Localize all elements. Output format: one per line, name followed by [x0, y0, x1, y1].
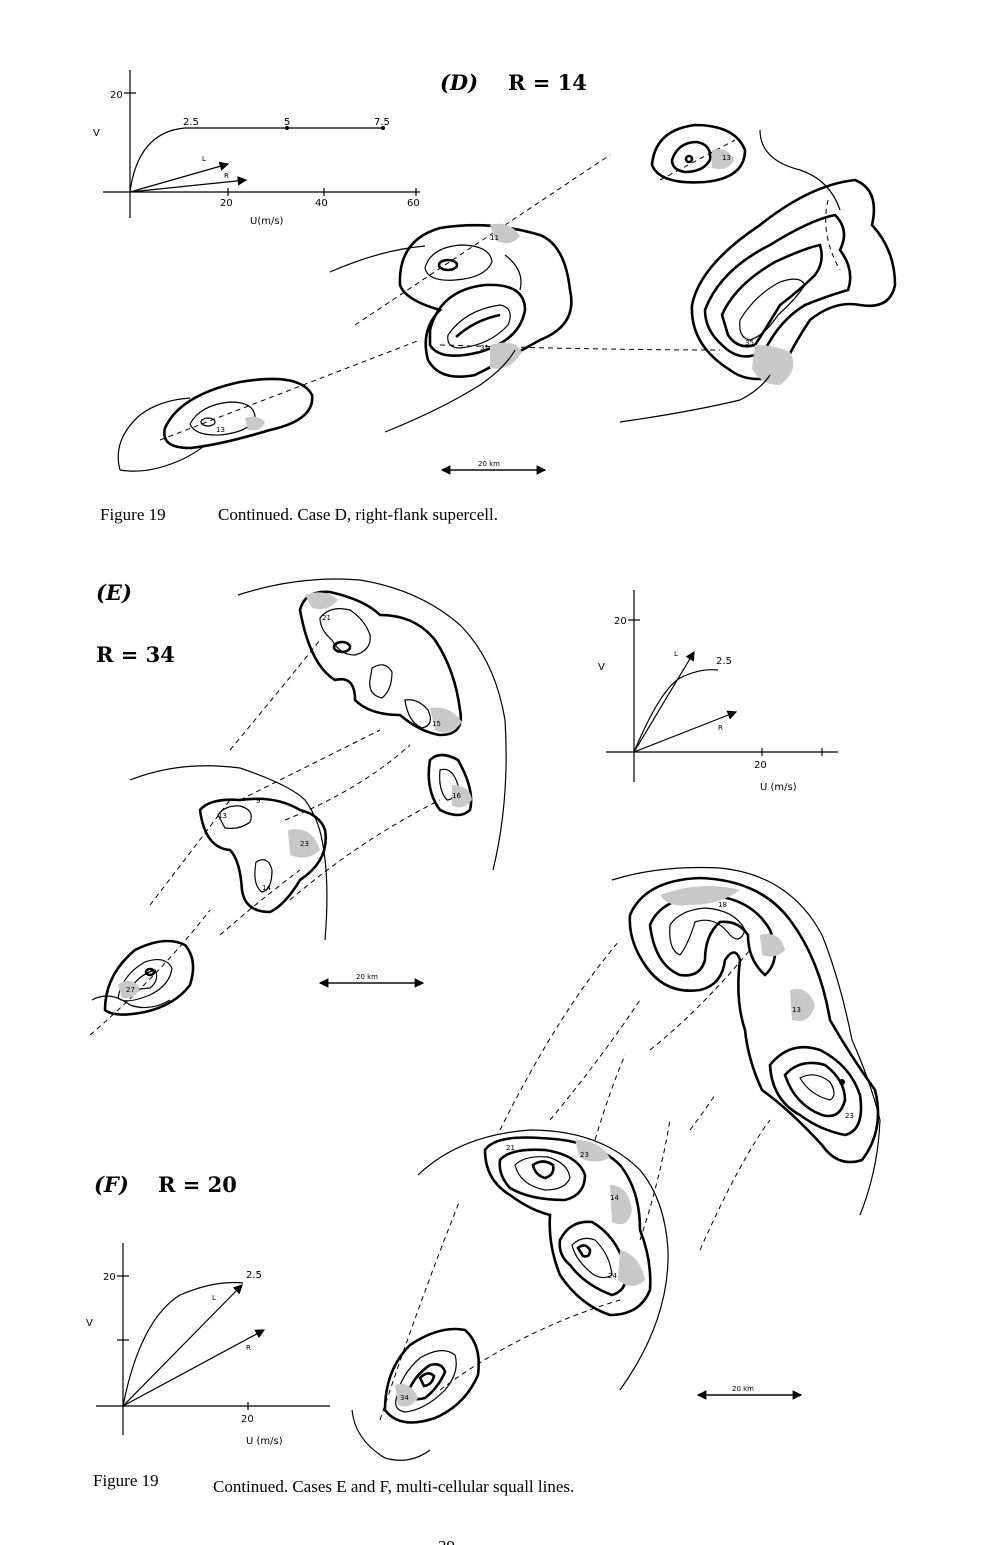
- storm-cell-d4: 35: [619, 129, 897, 423]
- hodograph-d-curve: [129, 127, 383, 193]
- scale-bar-d: 20 km: [440, 460, 547, 475]
- hodograph-d-r-label: R: [224, 172, 229, 180]
- storm-cell-f2-value-a: 21: [506, 1144, 515, 1152]
- hodograph-e-vector-r: [633, 710, 738, 753]
- storm-cell-e2-value-d: 14: [262, 884, 271, 892]
- hodograph-f-u-label: U (m/s): [246, 1436, 283, 1447]
- storm-cell-e1: 21 15 16: [237, 578, 507, 871]
- storm-cell-f3: 34: [351, 1327, 480, 1461]
- figure-caption-d-text: Continued. Case D, right-flank supercell…: [218, 505, 498, 524]
- storm-cell-f2-value-c: 14: [610, 1194, 619, 1202]
- storm-cell-d4-value: 35: [745, 339, 754, 347]
- hodograph-e-vector-l: [633, 650, 695, 753]
- figure-caption-ef-text: Continued. Cases E and F, multi-cellular…: [213, 1477, 574, 1496]
- hodograph-e-curve: [633, 669, 719, 753]
- hodograph-d-x-tick-2: 40: [315, 198, 328, 209]
- storm-cell-e2: 13 9 23 14: [129, 765, 328, 941]
- figure-caption-d-label: Figure 19: [100, 505, 166, 524]
- storm-cell-d2-value-b: 31: [480, 344, 489, 352]
- hodograph-d: 20 V 20 40 60 U(m/s) 2.5 5 7.5 L R: [93, 70, 420, 227]
- hodograph-e-y-tick: 20: [614, 616, 627, 627]
- storm-cell-f1-value-c: 23: [845, 1112, 854, 1120]
- scale-bar-e: 20 km: [318, 973, 425, 988]
- storm-cell-d1: 13: [117, 377, 314, 472]
- storm-cell-e2-value-b: 9: [256, 797, 260, 805]
- hodograph-d-curve-label-2: 5: [284, 117, 290, 128]
- storm-cell-e2-value-a: 13: [218, 812, 227, 820]
- storm-cell-e1-value-a: 21: [322, 614, 331, 622]
- hodograph-d-l-label: L: [202, 155, 206, 163]
- scale-bar-d-label: 20 km: [478, 460, 500, 468]
- hodograph-e-v-label: V: [598, 662, 605, 673]
- hodograph-f-r-label: R: [246, 1344, 251, 1352]
- panel-d-r-value: R = 14: [508, 70, 587, 95]
- hodograph-d-y-tick: 20: [110, 90, 123, 101]
- storm-cell-d2: 11 31: [329, 223, 573, 433]
- panel-e-r-value: R = 34: [96, 642, 175, 667]
- hodograph-d-vector-r: [129, 176, 248, 193]
- figure-caption-ef-label: Figure 19: [93, 1471, 159, 1490]
- hodograph-f-y-tick: 20: [103, 1272, 116, 1283]
- hodograph-f-x-tick: 20: [241, 1414, 254, 1425]
- panel-d-label: (D): [440, 70, 478, 95]
- storm-cell-f2-value-b: 23: [580, 1151, 589, 1159]
- storm-cell-d3: 13: [650, 123, 747, 184]
- hodograph-f-l-label: L: [212, 1294, 216, 1302]
- storm-cell-e3: 27: [91, 939, 195, 1016]
- hodograph-f-vector-l: [122, 1284, 243, 1407]
- storm-cell-d2-value-a: 11: [490, 234, 499, 242]
- panel-e-label: (E): [96, 580, 132, 605]
- hodograph-e-u-label: U (m/s): [760, 782, 797, 793]
- storm-cell-f1: 18 13 23: [611, 866, 881, 1216]
- hodograph-f-curve: [122, 1281, 244, 1407]
- hodograph-e-curve-label: 2.5: [716, 656, 732, 667]
- hodograph-d-curve-label-1: 2.5: [183, 117, 199, 128]
- scale-bar-f-label: 20 km: [732, 1385, 754, 1393]
- storm-cell-d1-value: 13: [216, 426, 225, 434]
- hodograph-f-vector-r: [122, 1329, 266, 1407]
- scale-bar-f: 20 km: [696, 1385, 803, 1400]
- panel-e: (E) R = 34 20 V 20 U (m/s) 2.5 L R: [89, 578, 838, 1036]
- page-number: 39: [438, 1537, 455, 1545]
- hodograph-e: 20 V 20 U (m/s) 2.5 L R: [598, 590, 838, 793]
- hodograph-e-l-label: L: [674, 650, 678, 658]
- storm-cell-e3-value: 27: [126, 986, 135, 994]
- storm-cell-d3-value: 13: [722, 154, 731, 162]
- hodograph-d-curve-label-3: 7.5: [374, 117, 390, 128]
- hodograph-d-v-label: V: [93, 128, 100, 139]
- panel-f-r-value: R = 20: [158, 1172, 237, 1197]
- panel-f-label: (F): [94, 1172, 129, 1197]
- panel-f: (F) R = 20 20 V 20 U (m/s) 2.5 L R: [86, 866, 881, 1461]
- storm-cell-e2-value-c: 23: [300, 840, 309, 848]
- hodograph-e-x-tick: 20: [754, 760, 767, 771]
- storm-cell-f1-value-a: 18: [718, 901, 727, 909]
- storm-cell-f1-value-b: 13: [792, 1006, 801, 1014]
- storm-cell-f2: 21 23 14 24: [417, 1129, 669, 1391]
- panel-d: (D) R = 14 20 V 20 40 60 U(m/s) 2.5 5 7.…: [93, 70, 897, 475]
- storm-cell-f2-value-d: 24: [608, 1272, 617, 1280]
- hodograph-f-curve-label: 2.5: [246, 1270, 262, 1281]
- storm-cell-f3-value: 34: [400, 1394, 409, 1402]
- storm-cell-e1-value-c: 16: [452, 792, 461, 800]
- hodograph-f: 20 V 20 U (m/s) 2.5 L R: [86, 1243, 330, 1447]
- hodograph-e-r-label: R: [718, 724, 723, 732]
- hodograph-f-v-label: V: [86, 1318, 93, 1329]
- hodograph-d-x-tick-1: 20: [220, 198, 233, 209]
- hodograph-d-u-label: U(m/s): [250, 216, 284, 227]
- hodograph-d-x-tick-3: 60: [407, 198, 420, 209]
- scale-bar-e-label: 20 km: [356, 973, 378, 981]
- hodograph-d-vector-l: [129, 161, 230, 193]
- storm-cell-e1-value-b: 15: [432, 720, 441, 728]
